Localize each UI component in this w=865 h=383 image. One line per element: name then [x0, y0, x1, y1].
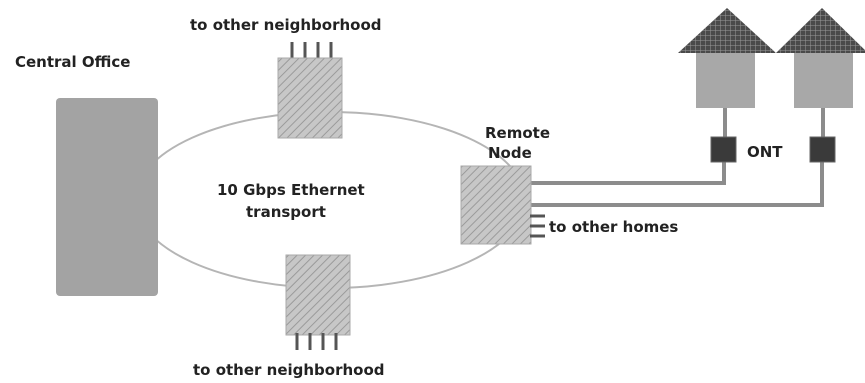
- remote-node-label-line2: Node: [488, 144, 532, 162]
- transport-label-line1: 10 Gbps Ethernet: [217, 181, 365, 199]
- top-neighborhood-node: [277, 42, 343, 139]
- other-homes-label: to other homes: [549, 218, 678, 236]
- fiber-to-home-2: [530, 162, 824, 207]
- transport-label-line2: transport: [246, 203, 326, 221]
- bottom-neighborhood-node: [285, 254, 351, 350]
- house-icon: [776, 8, 865, 108]
- house-icon: [678, 8, 776, 108]
- top-neighborhood-label: to other neighborhood: [190, 16, 382, 34]
- fiber-to-home-1: [530, 162, 726, 185]
- ont-box-1: [710, 136, 737, 163]
- remote-node-box: [460, 165, 532, 245]
- other-homes-stubs: [530, 214, 545, 238]
- bottom-neighborhood-label: to other neighborhood: [193, 361, 385, 379]
- central-office-box: [56, 98, 158, 296]
- ont-label: ONT: [747, 143, 783, 161]
- central-office-label: Central Office: [15, 53, 130, 71]
- ont-box-2: [809, 136, 836, 163]
- remote-node-label-line1: Remote: [485, 124, 550, 142]
